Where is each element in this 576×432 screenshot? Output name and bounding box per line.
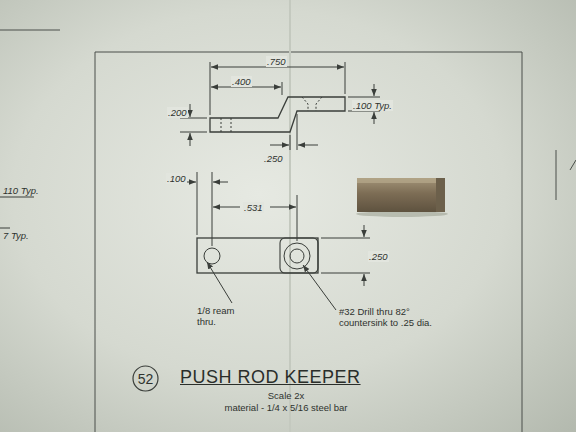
scale-note: Scale 2x xyxy=(200,390,372,401)
dimension: .400 xyxy=(231,76,252,87)
note: #32 Drill thru 82° countersink to .25 di… xyxy=(338,306,440,328)
dimension: 7 Typ. xyxy=(2,230,30,241)
material-note: material - 1/4 x 5/16 steel bar xyxy=(140,402,432,413)
dimension: .250 xyxy=(368,251,389,262)
dimension: .100 xyxy=(166,173,187,184)
dimension: .531 xyxy=(243,202,264,213)
dimension: .100 Typ. xyxy=(352,100,393,111)
drawing-title: PUSH ROD KEEPER xyxy=(180,367,361,388)
dimension: 110 Typ. xyxy=(2,185,40,196)
callout-number: 52 xyxy=(132,365,159,392)
dimension: .250 xyxy=(263,153,284,164)
dimension: .750 xyxy=(266,56,287,67)
callout-circle: 52 xyxy=(132,365,159,392)
dimension: .200 xyxy=(167,107,188,118)
note: 1/8 ream thru. xyxy=(196,305,254,327)
